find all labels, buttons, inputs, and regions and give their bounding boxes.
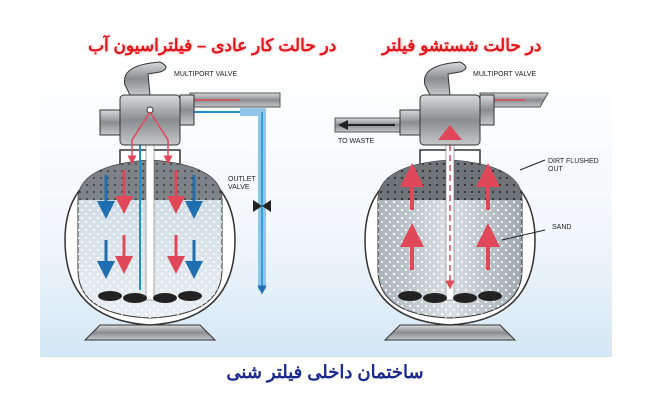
left-filter-tank [64, 61, 281, 341]
label-outlet-valve: OUTLET VALVE [228, 176, 256, 191]
right-filter-tank [334, 61, 549, 341]
label-multiport-valve-right: MULTIPORT VALVE [473, 71, 537, 78]
label-multiport-valve-left: MULTIPORT VALVE [174, 71, 238, 78]
title-normal-mode: در حالت کار عادی – فیلتراسیون آب [88, 36, 337, 55]
label-sand: SAND [552, 224, 572, 231]
title-backwash-mode: در حالت شستشو فیلتر [382, 36, 542, 55]
label-dirt-flushed-out: DIRT FLUSHED OUT [548, 158, 599, 173]
label-to-waste: TO WASTE [338, 138, 375, 145]
caption: ساختمان داخلی فیلتر شنی [226, 362, 424, 382]
